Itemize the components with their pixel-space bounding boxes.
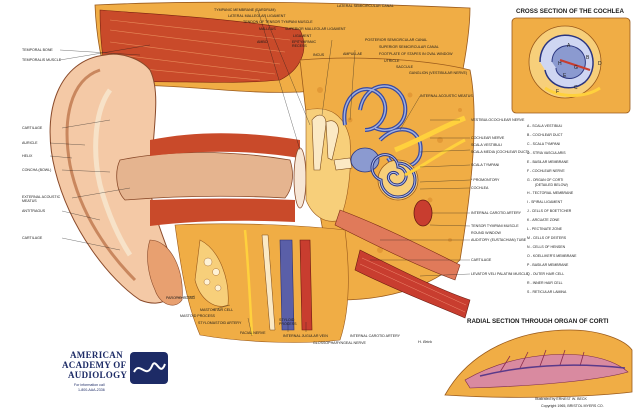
label-ligament: LIGAMENT: [293, 34, 311, 38]
label-ampullae: AMPULLAE: [343, 52, 362, 56]
legend-item: N - CELLS OF HENSEN: [527, 245, 565, 249]
label-tympanic-membrane: TYMPANIC MEMBRANE (EARDRUM): [214, 8, 276, 12]
brand-info-line-1: For information call: [74, 383, 105, 387]
label-cartilage-right: CARTILAGE: [471, 258, 491, 262]
cochlea-letter-g: G: [574, 66, 578, 70]
legend-item: S - RETICULAR LAMINA: [527, 290, 566, 294]
legend-item: H - TECTORIAL MEMBRANE: [527, 191, 573, 195]
label-lateral-semicircular-canal: LATERAL SEMICIRCULAR CANAL: [337, 4, 394, 8]
label-footplate-stapes: FOOTPLATE OF STAPES IN OVAL WINDOW: [379, 52, 453, 56]
aaa-logo-mark: [130, 352, 168, 384]
label-facial-nerve: FACIAL NERVE: [240, 331, 266, 335]
label-round-window: ROUND WINDOW: [471, 231, 501, 235]
label-internal-jugular-vein: INTERNAL JUGULAR VEIN: [283, 334, 328, 338]
tympanic-membrane: [294, 148, 306, 208]
label-posterior-semicircular-canal: POSTERIOR SEMICIRCULAR CANAL: [365, 38, 427, 42]
label-stylomastoid-artery: STYLOMASTOID ARTERY: [198, 321, 241, 325]
organ-of-corti-section: [445, 330, 632, 397]
legend-item: F - COCHLEAR NERVE: [527, 169, 565, 173]
legend-item: R - INNER HAIR CELL: [527, 281, 563, 285]
label-incus: INCUS: [313, 53, 324, 57]
legend-item: Q - OUTER HAIR CELL: [527, 272, 564, 276]
label-cartilage-top: CARTILAGE: [22, 126, 42, 130]
ear-canal: [117, 153, 293, 201]
legend-item: D - STRIA VASCULARIS: [527, 151, 566, 155]
label-auditory-tube: AUDITORY (EUSTACHIAN) TUBE: [471, 238, 526, 242]
label-concha: CONCHA (BOWL): [22, 168, 51, 172]
label-internal-carotid-artery-bottom: INTERNAL CAROTID ARTERY: [350, 334, 400, 338]
label-ganglion: GANGLION (VESTIBULAR NERVE): [409, 71, 467, 75]
copyright: Copyright 1965, BRISTOL MYERS CO.: [541, 404, 604, 408]
label-scala-vestibuli: SCALA VESTIBULI: [471, 143, 502, 147]
label-helix: HELIX: [22, 154, 32, 158]
brand-line-2: ACADEMY OF: [62, 360, 126, 370]
label-malleus: MALLEUS: [259, 27, 276, 31]
label-temporal-bone: TEMPORAL BONE: [22, 48, 53, 52]
legend-item: M - CELLS OF DEITERS: [527, 236, 566, 240]
legend-item: O - KOELLIKER'S MEMBRANE: [527, 254, 577, 258]
legend-item: A - SCALA VESTIBULI: [527, 124, 562, 128]
label-antitragus: ANTITRAGUS: [22, 209, 45, 213]
label-cochlea: COCHLEA: [471, 186, 488, 190]
brand-line-1: AMERICAN: [70, 350, 123, 360]
label-scala-tympani: SCALA TYMPANI: [471, 163, 499, 167]
legend-item: J - CELLS OF BOETTCHER: [527, 209, 571, 213]
label-glossopharyngeal-nerve: GLOSSOPHARYNGEAL NERVE: [313, 341, 366, 345]
legend-item: G - ORGAN OF CORTI: [527, 178, 563, 182]
label-parotid-gland: PAROTID GLAND: [166, 296, 195, 300]
label-utricle: UTRICLE: [384, 59, 399, 63]
label-cartilage-bottom: CARTILAGE: [22, 236, 42, 240]
legend-item: P - BASILAR MEMBRANE: [527, 263, 568, 267]
cochlea-cross-section: [512, 18, 630, 113]
cochlea-section-title: CROSS SECTION OF THE COCHLEA: [516, 8, 624, 15]
internal-jugular-vein: [280, 240, 294, 330]
label-mastoid-process: MASTOID PROCESS: [180, 314, 215, 318]
label-lateral-malleolar-ligament: LATERAL MALLEOLAR LIGAMENT: [228, 14, 286, 18]
cochlea-letter-e: E: [563, 74, 566, 78]
legend-item: E - BASILAR MEMBRANE: [527, 160, 568, 164]
cochlea-letter-a: A: [567, 44, 570, 48]
cochlea-letter-d: D: [598, 62, 602, 66]
label-tendon-tensor-tympani: TENDON OF TENSOR TYMPANI MUSCLE: [243, 20, 313, 24]
legend-item: L - PECTINATE ZONE: [527, 227, 562, 231]
label-superior-malleolar-ligament: SUPERIOR MALLEOLAR LIGAMENT: [285, 27, 346, 31]
artist-signature: H. Brick: [418, 340, 432, 344]
label-superior-semicircular-canal: SUPERIOR SEMICIRCULAR CANAL: [379, 45, 439, 49]
canal-wall-lower: [150, 199, 295, 227]
label-mastoid-air-cell: MASTOID AIR CELL: [200, 308, 233, 312]
legend-item: K - ARCUATE ZONE: [527, 218, 559, 222]
cochlea-letter-b: B: [586, 56, 589, 60]
legend-item: B - COCHLEAR DUCT: [527, 133, 563, 137]
brand-line-3: AUDIOLOGY: [68, 370, 127, 380]
label-levator-veli-palatini: LEVATOR VELI PALATINI MUSCLE: [471, 272, 528, 276]
label-internal-acoustic-meatus: INTERNAL ACOUSTIC MEATUS: [420, 94, 473, 98]
label-cochlear-nerve: COCHLEAR NERVE: [471, 136, 504, 140]
cochlea-letter-c: C: [574, 86, 578, 90]
label-internal-carotid-artery: INTERNAL CAROTID ARTERY: [471, 211, 521, 215]
label-external-acoustic-meatus: EXTERNAL ACOUSTIC MEATUS: [22, 195, 70, 203]
cochlea-letter-f: F: [556, 90, 559, 94]
label-vestibulocochlear-nerve: VESTIBULOCOCHLEAR NERVE: [471, 118, 524, 122]
legend-item: I - SPIRAL LIGAMENT: [527, 200, 562, 204]
legend-item: C - SCALA TYMPANI: [527, 142, 560, 146]
carotid-lower: [300, 240, 312, 330]
label-saccule: SACCULE: [396, 65, 413, 69]
label-ambo: AMBO: [257, 40, 268, 44]
legend-item: (DETAILED BELOW): [535, 183, 568, 187]
label-temporalis-muscle: TEMPORALIS MUSCLE: [22, 58, 61, 62]
label-scala-media: SCALA MEDIA (COCHLEAR DUCT): [471, 150, 529, 154]
carotid-cut: [414, 200, 432, 226]
cochlea-letter-h: H: [558, 62, 562, 66]
radial-section-title: RADIAL SECTION THROUGH ORGAN OF CORTI: [467, 318, 609, 325]
illustrator-credit: Illustrated by ERNEST W. BECK: [535, 397, 587, 401]
label-promontory: * PROMONTORY: [471, 178, 499, 182]
stapes: [334, 158, 352, 170]
brand-info-line-2: 1-800-AAA-2336: [78, 388, 105, 392]
label-styloid-process: STYLOID PROCESS: [279, 318, 299, 326]
label-auricle: AURICLE: [22, 141, 38, 145]
label-tensor-tympani-muscle: TENSOR TYMPANI MUSCLE: [471, 224, 519, 228]
label-epitympanic-recess: EPITYMPANIC RECESS: [292, 40, 324, 48]
